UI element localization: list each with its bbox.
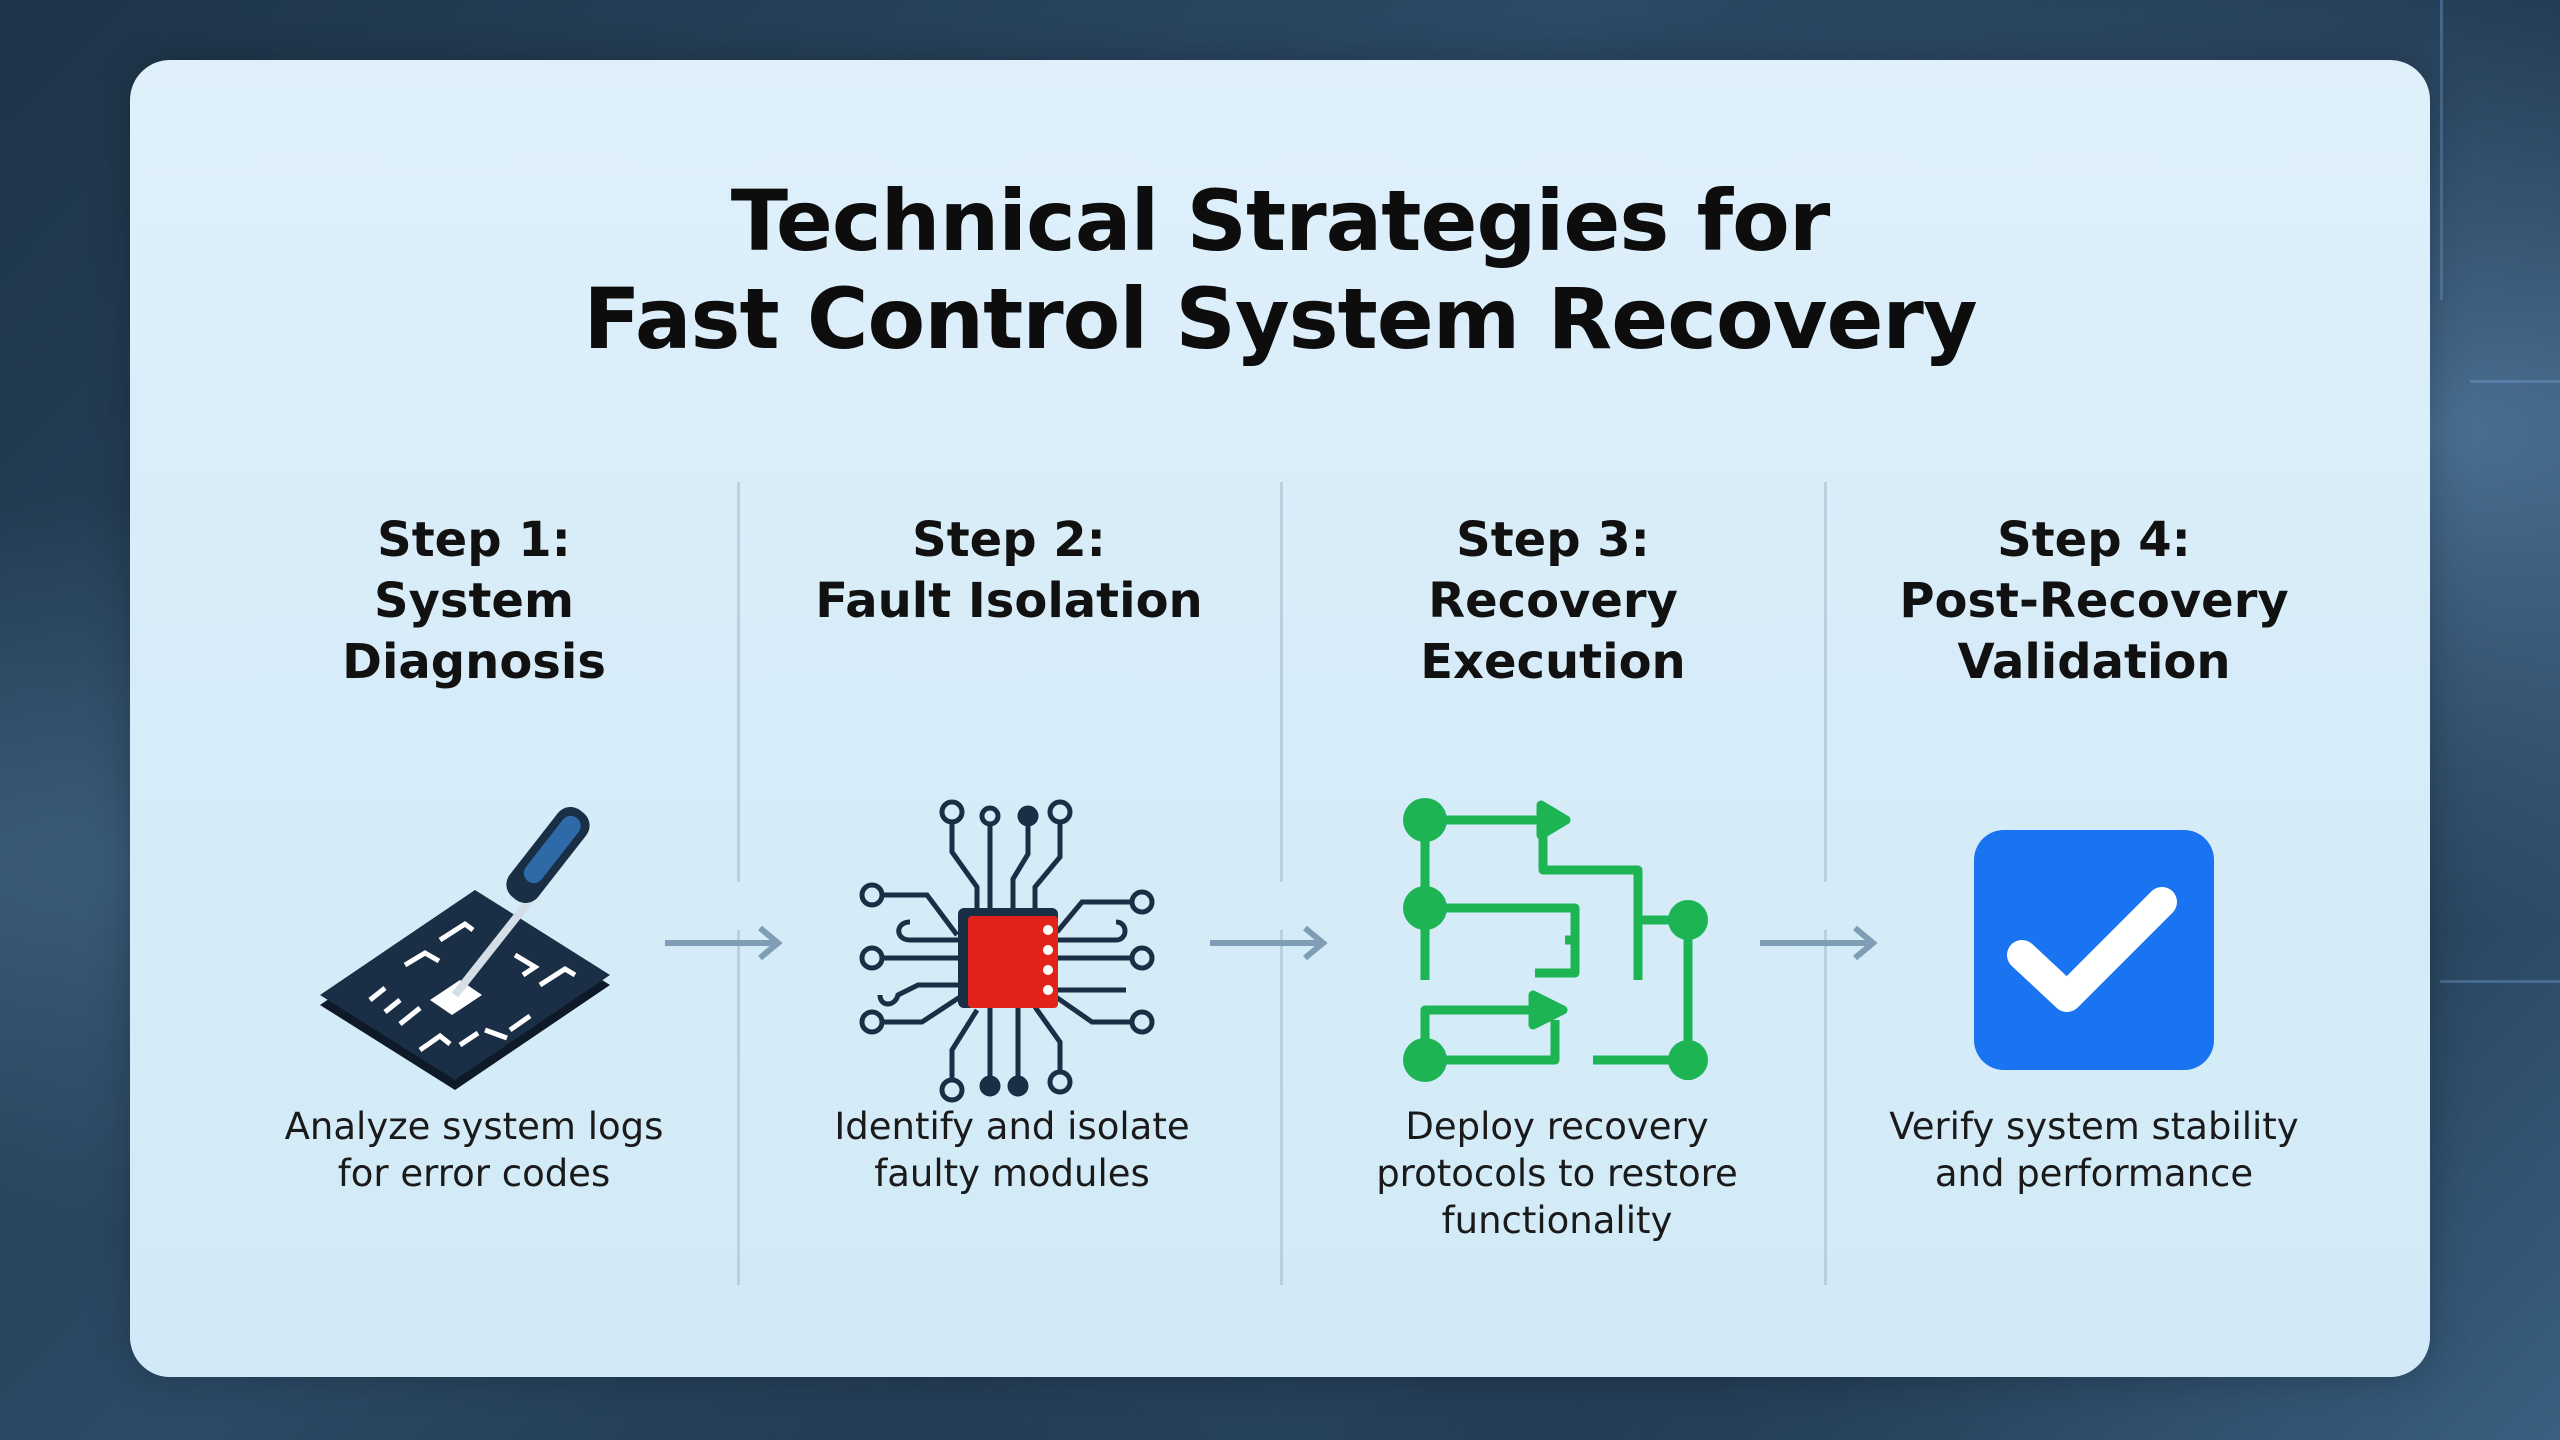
step-4-description: Verify system stability and performance bbox=[1814, 1103, 2374, 1197]
page-title: Technical Strategies for Fast Control Sy… bbox=[130, 172, 2430, 368]
step-title: Fault Isolation bbox=[815, 573, 1203, 629]
step-1-description: Analyze system logs for error codes bbox=[194, 1103, 754, 1197]
column-divider bbox=[1824, 930, 1827, 1285]
title-line-1: Technical Strategies for bbox=[730, 172, 1831, 270]
step-label: Step 4: bbox=[1997, 512, 2191, 568]
step-title: Post-Recovery bbox=[1899, 573, 2289, 629]
step-1-heading: Step 1: System Diagnosis bbox=[194, 510, 754, 693]
step-title: Recovery bbox=[1428, 573, 1678, 629]
screwdriver-circuit-board-icon bbox=[320, 807, 610, 1090]
description-line: Deploy recovery bbox=[1405, 1105, 1709, 1148]
infographic-card: Technical Strategies for Fast Control Sy… bbox=[130, 60, 2430, 1377]
workflow-paths-icon bbox=[1403, 798, 1708, 1082]
background-circuit-line bbox=[2470, 380, 2560, 383]
step-3-heading: Step 3: Recovery Execution bbox=[1273, 510, 1833, 693]
step-title: Diagnosis bbox=[342, 634, 606, 690]
description-line: and performance bbox=[1934, 1152, 2254, 1195]
column-divider bbox=[1280, 930, 1283, 1285]
step-label: Step 3: bbox=[1456, 512, 1650, 568]
background-circuit-line bbox=[2440, 980, 2560, 983]
description-line: Verify system stability bbox=[1889, 1105, 2299, 1148]
background-circuit-line bbox=[2440, 0, 2443, 300]
description-line: functionality bbox=[1441, 1199, 1673, 1242]
step-2-description: Identify and isolate faulty modules bbox=[732, 1103, 1292, 1197]
column-divider bbox=[1280, 482, 1283, 882]
step-2-heading: Step 2: Fault Isolation bbox=[729, 510, 1289, 632]
description-line: protocols to restore bbox=[1376, 1152, 1738, 1195]
arrow-right-icon bbox=[665, 925, 783, 961]
step-title: Validation bbox=[1957, 634, 2231, 690]
column-divider bbox=[1824, 482, 1827, 882]
step-title: System bbox=[374, 573, 574, 629]
step-3-description: Deploy recovery protocols to restore fun… bbox=[1277, 1103, 1837, 1244]
title-line-2: Fast Control System Recovery bbox=[583, 270, 1977, 368]
description-line: faulty modules bbox=[874, 1152, 1150, 1195]
description-line: Analyze system logs bbox=[284, 1105, 664, 1148]
checkmark-icon bbox=[1974, 830, 2214, 1070]
step-label: Step 1: bbox=[377, 512, 571, 568]
arrow-right-icon bbox=[1210, 925, 1328, 961]
arrow-right-icon bbox=[1760, 925, 1878, 961]
microchip-icon bbox=[859, 799, 1155, 1103]
step-label: Step 2: bbox=[912, 512, 1106, 568]
description-line: Identify and isolate bbox=[834, 1105, 1190, 1148]
step-4-heading: Step 4: Post-Recovery Validation bbox=[1814, 510, 2374, 693]
description-line: for error codes bbox=[337, 1152, 611, 1195]
step-title: Execution bbox=[1420, 634, 1686, 690]
column-divider bbox=[737, 482, 740, 882]
column-divider bbox=[737, 930, 740, 1285]
